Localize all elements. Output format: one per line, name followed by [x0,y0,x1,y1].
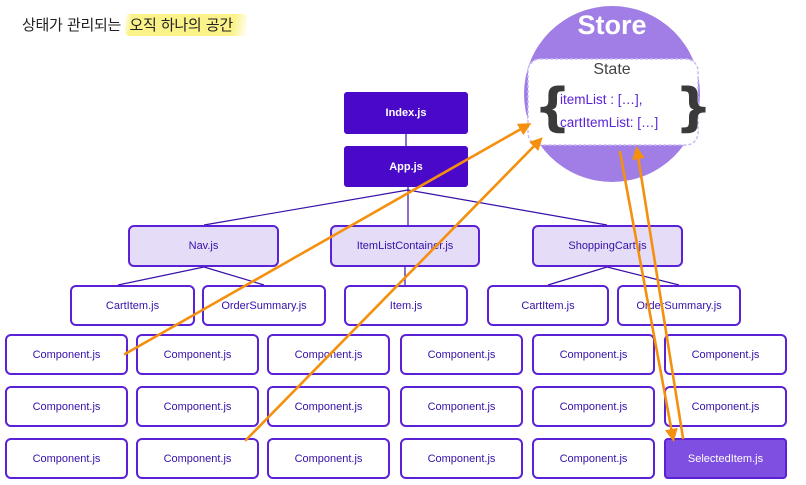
node-component[interactable]: Component.js [267,334,390,375]
node-order-summary-2[interactable]: OrderSummary.js [617,285,741,326]
node-cart-item-2[interactable]: CartItem.js [487,285,609,326]
node-component[interactable]: Component.js [267,438,390,479]
node-cart-item-1[interactable]: CartItem.js [70,285,195,326]
node-component[interactable]: Component.js [400,438,523,479]
node-component[interactable]: Component.js [5,334,128,375]
node-app[interactable]: App.js [344,146,468,187]
node-shopping-cart[interactable]: ShoppingCart.js [532,225,683,267]
node-item-list-container[interactable]: ItemListContainer.js [330,225,480,267]
node-component[interactable]: Component.js [664,334,787,375]
store-title: Store [577,10,647,40]
node-index[interactable]: Index.js [344,92,468,134]
node-component[interactable]: Component.js [5,438,128,479]
node-component[interactable]: Component.js [400,386,523,427]
state-item-list: itemList : […], [560,92,643,107]
node-component[interactable]: Component.js [136,334,259,375]
node-component[interactable]: Component.js [532,438,655,479]
state-title: State [593,61,631,78]
node-component[interactable]: Component.js [532,386,655,427]
node-nav[interactable]: Nav.js [128,225,279,267]
node-component[interactable]: Component.js [5,386,128,427]
close-brace: } [675,78,713,138]
page-title: 상태가 관리되는 오직 하나의 공간 [22,14,247,36]
node-item[interactable]: Item.js [344,285,468,326]
title-prefix: 상태가 관리되는 [22,16,126,34]
node-component[interactable]: Component.js [664,386,787,427]
state-card [527,58,699,146]
state-cart-item-list: cartItemList: […] [560,115,659,130]
node-selected-item[interactable]: SelectedItem.js [664,438,787,479]
node-component[interactable]: Component.js [136,386,259,427]
node-order-summary-1[interactable]: OrderSummary.js [202,285,326,326]
node-component[interactable]: Component.js [532,334,655,375]
node-component[interactable]: Component.js [267,386,390,427]
node-component[interactable]: Component.js [400,334,523,375]
title-highlight: 오직 하나의 공간 [125,14,247,36]
node-component[interactable]: Component.js [136,438,259,479]
open-brace: { [534,78,572,138]
